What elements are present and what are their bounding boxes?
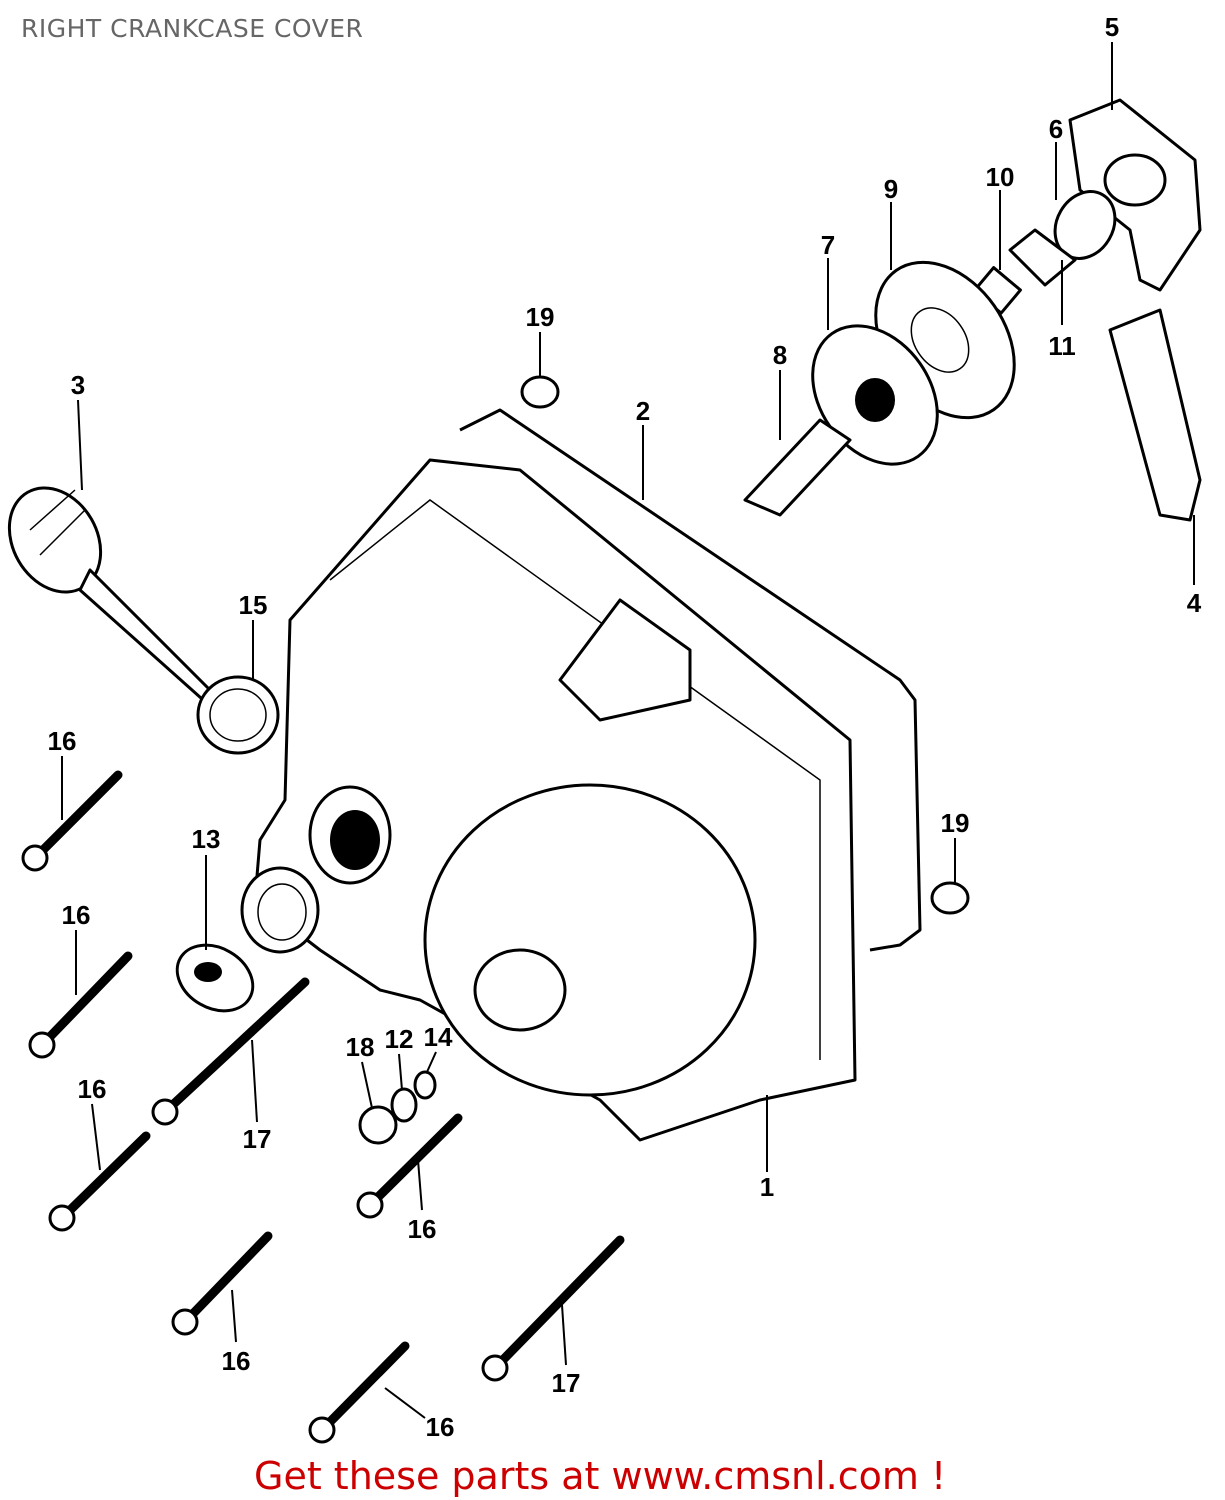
callout-labels: 5 6 10 9 7 11 8 19 2 3 4 15 16 13 19 16 …: [48, 12, 1202, 1442]
callout-16: 16: [78, 1074, 107, 1104]
callout-2: 2: [636, 396, 650, 426]
callout-16: 16: [408, 1214, 437, 1244]
screw-heads: [21, 844, 509, 1444]
callout-17: 17: [552, 1368, 581, 1398]
washer-part: [390, 1087, 418, 1123]
callout-3: 3: [71, 370, 85, 400]
leader-lines: [61, 42, 1195, 1419]
callout-15: 15: [239, 590, 268, 620]
cmsnl-link[interactable]: Get these parts at www.cmsnl.com !: [254, 1454, 947, 1498]
callout-12: 12: [385, 1024, 414, 1054]
washer-part: [413, 1070, 437, 1100]
callout-14: 14: [424, 1022, 453, 1052]
nut-part: [358, 1105, 398, 1145]
callout-11: 11: [1048, 331, 1076, 361]
oil-filler-cap-part: [7, 486, 232, 717]
callout-6: 6: [1049, 114, 1063, 144]
callout-19: 19: [941, 808, 970, 838]
callout-9: 9: [884, 174, 898, 204]
dowel-pin-part: [930, 881, 970, 915]
callout-16: 16: [48, 726, 77, 756]
callout-10: 10: [986, 162, 1015, 192]
crankcase-cover-part: [240, 458, 857, 1142]
callout-4: 4: [1187, 588, 1202, 618]
dowel-pin-part: [520, 375, 560, 409]
screws: [30, 770, 625, 1435]
callout-17: 17: [243, 1124, 272, 1154]
callout-19: 19: [526, 302, 555, 332]
callout-16: 16: [426, 1412, 455, 1442]
clutch-lifter-parts: [743, 98, 1202, 522]
callout-16: 16: [222, 1346, 251, 1376]
callout-5: 5: [1105, 12, 1119, 42]
diagram-title: RIGHT CRANKCASE COVER: [21, 14, 364, 43]
callout-18: 18: [346, 1032, 375, 1062]
gasket-part: [459, 408, 922, 952]
callout-7: 7: [821, 230, 835, 260]
callout-1: 1: [760, 1172, 774, 1202]
callout-13: 13: [192, 824, 221, 854]
callout-8: 8: [773, 340, 787, 370]
callout-16: 16: [62, 900, 91, 930]
